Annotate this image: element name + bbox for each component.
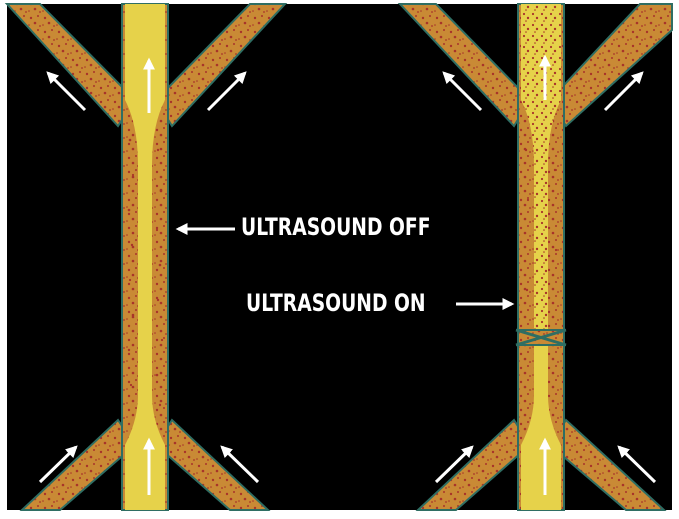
label-ultrasound-on: ULTRASOUND ON (246, 289, 426, 317)
label-ultrasound-off: ULTRASOUND OFF (241, 213, 431, 241)
